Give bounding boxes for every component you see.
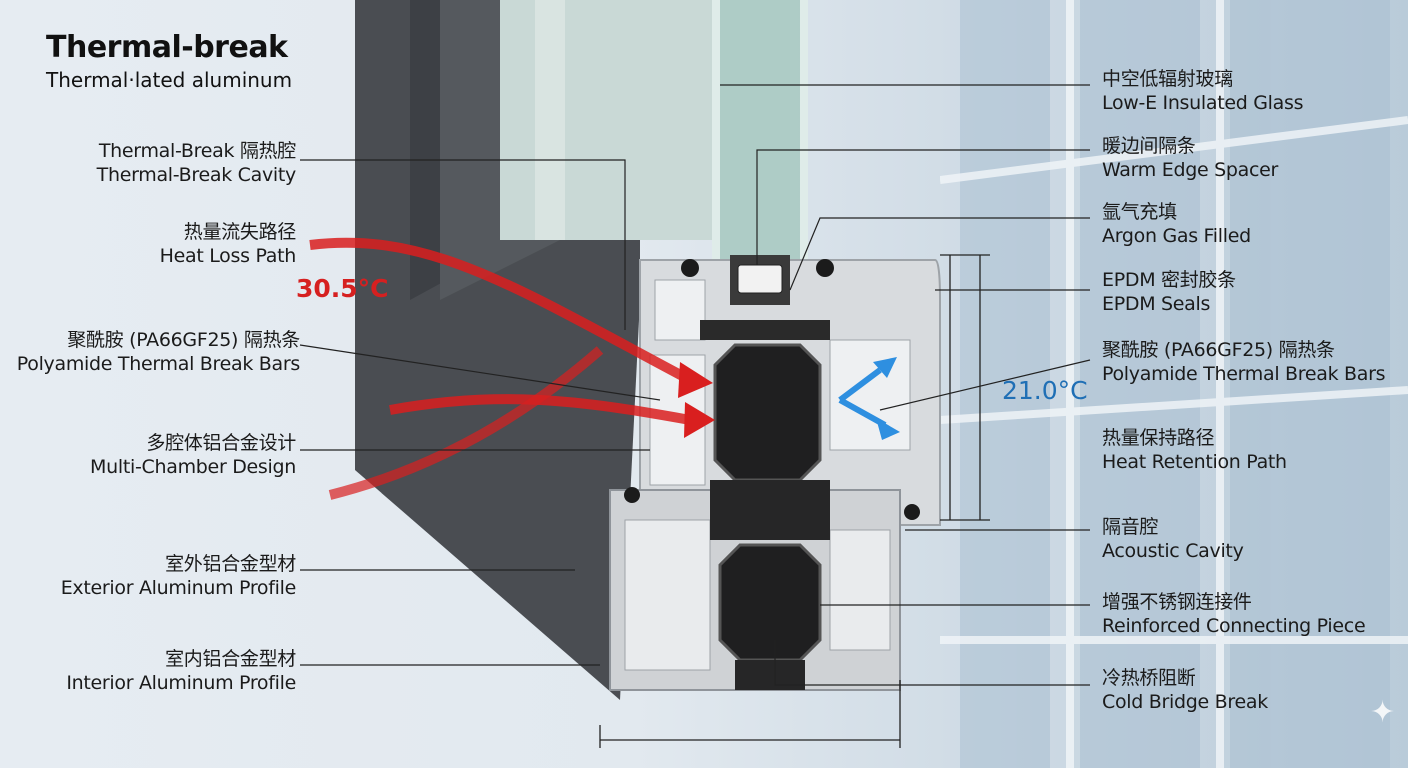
building-background xyxy=(940,0,1408,768)
label-zh: 隔音腔 xyxy=(1102,516,1159,538)
label-zh: 室外铝合金型材 xyxy=(165,553,296,575)
heat-retention-arrowhead xyxy=(873,357,897,378)
label-en: Polyamide Thermal Break Bars xyxy=(16,353,301,375)
label-en: Thermal-Break Cavity xyxy=(96,164,297,186)
label-en: Reinforced Connecting Piece xyxy=(1102,615,1366,637)
page-subtitle: Thermal·lated aluminum xyxy=(46,68,293,92)
label-en: EPDM Seals xyxy=(1102,293,1211,315)
label-en: Acoustic Cavity xyxy=(1102,540,1244,562)
label-en: Heat Retention Path xyxy=(1102,451,1287,473)
label-zh: 冷热桥阻断 xyxy=(1102,667,1196,689)
label-en: Cold Bridge Break xyxy=(1102,691,1268,713)
label-en: Exterior Aluminum Profile xyxy=(60,577,297,599)
exterior-temperature: 30.5°C xyxy=(296,274,389,303)
label-zh: 热量流失路径 xyxy=(183,221,297,243)
label-en: Polyamide Thermal Break Bars xyxy=(1102,363,1386,385)
label-zh: EPDM 密封胶条 xyxy=(1102,269,1236,291)
glass-pane-outer xyxy=(500,0,715,240)
label-zh: 热量保持路径 xyxy=(1102,427,1215,449)
label-zh: 中空低辐射玻璃 xyxy=(1102,68,1233,90)
heat-retention-arrowhead xyxy=(876,418,900,440)
label-en: Heat Loss Path xyxy=(159,245,297,267)
profile-section xyxy=(609,255,941,691)
label-zh: 聚酰胺 (PA66GF25) 隔热条 xyxy=(67,329,300,351)
label-zh: Thermal-Break 隔热腔 xyxy=(98,140,296,162)
label-zh: 聚酰胺 (PA66GF25) 隔热条 xyxy=(1102,339,1335,361)
leader-lines xyxy=(299,84,1091,686)
label-zh: 室内铝合金型材 xyxy=(165,648,296,670)
label-zh: 氩气充填 xyxy=(1102,201,1177,223)
label-en: Multi-Chamber Design xyxy=(90,456,296,478)
sparkle-icon: ✦ xyxy=(1370,695,1396,730)
label-en: Warm Edge Spacer xyxy=(1102,159,1279,181)
label-zh: 增强不锈钢连接件 xyxy=(1102,591,1252,613)
label-zh: 暖边间隔条 xyxy=(1102,135,1196,157)
label-en: Low-E Insulated Glass xyxy=(1102,92,1304,114)
heat-loss-arrows xyxy=(309,237,693,500)
label-zh: 多腔体铝合金设计 xyxy=(146,432,296,454)
dimension-lines xyxy=(599,254,990,748)
page-title: Thermal-break xyxy=(46,30,288,65)
label-en: Argon Gas Filled xyxy=(1102,225,1251,247)
interior-temperature: 21.0°C xyxy=(1002,376,1088,405)
heat-loss-arrowhead xyxy=(678,362,713,398)
label-en: Interior Aluminum Profile xyxy=(66,672,296,694)
heat-loss-arrowhead xyxy=(684,402,715,438)
